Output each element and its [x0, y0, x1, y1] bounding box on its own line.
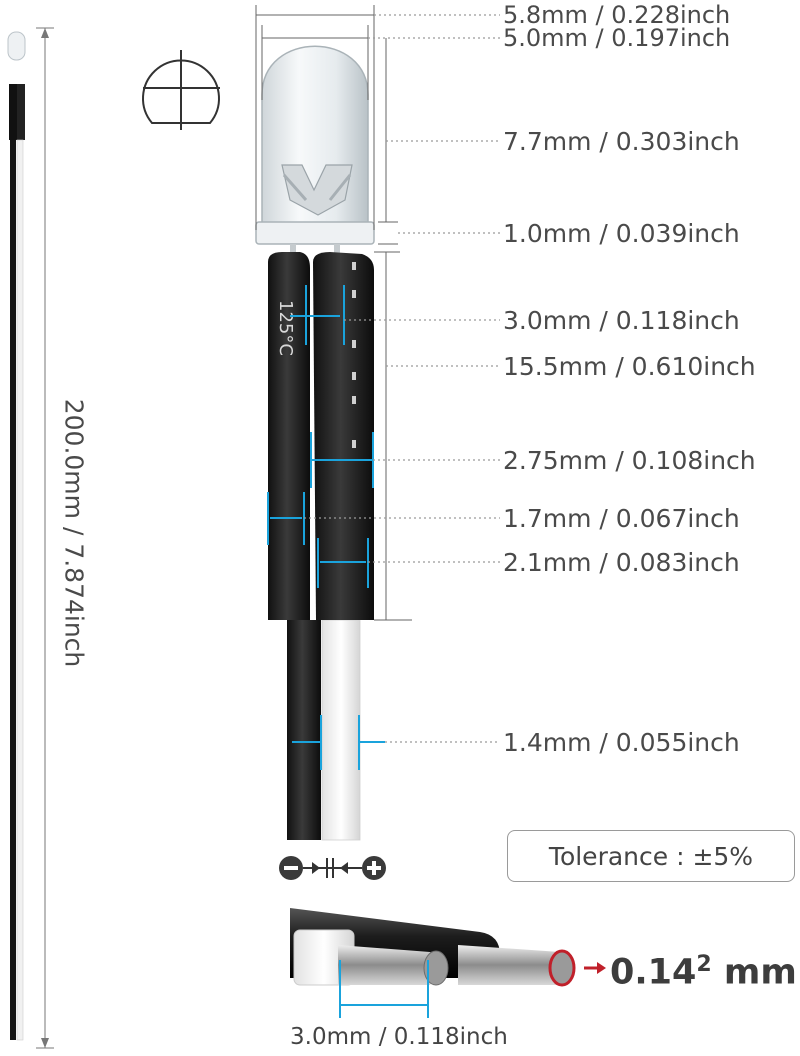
blue-markers	[267, 285, 385, 770]
wire-gap-label: 3.0mm / 0.118inch	[503, 306, 740, 335]
wires	[287, 619, 361, 841]
lens-inner-label: 5.0mm / 0.197inch	[503, 24, 731, 52]
stripped-cable	[290, 908, 606, 1018]
strip-length-label: 3.0mm / 0.118inch	[290, 1024, 508, 1050]
total-length-label: 200.0mm / 7.874inch	[59, 398, 89, 668]
led-thumbnail	[7, 31, 26, 1041]
wire-area-exponent: 2	[696, 952, 712, 977]
total-length-dimension	[36, 27, 54, 1049]
led-top-view-icon	[142, 50, 220, 130]
rim-label: 1.0mm / 0.039inch	[503, 219, 740, 248]
heat-shrink-sleeves: 125°C	[268, 252, 374, 620]
tolerance-box: Tolerance : ±5%	[507, 830, 795, 882]
wire-area-value: 0.14	[610, 952, 697, 993]
sleeve-inner-label: 2.1mm / 0.083inch	[503, 548, 740, 577]
tolerance-text: Tolerance : ±5%	[548, 841, 754, 871]
sleeve-left-label: 1.7mm / 0.067inch	[503, 504, 740, 533]
wire-area-unit: mm	[723, 952, 797, 993]
polarity-icons	[279, 856, 386, 880]
led-lens	[255, 45, 375, 258]
sleeve-length-label: 15.5mm / 0.610inch	[503, 352, 756, 381]
lens-outer-label: 5.8mm / 0.228inch	[503, 1, 731, 29]
dimension-guides	[255, 5, 412, 621]
wire-diameter-label: 1.4mm / 0.055inch	[503, 728, 740, 757]
wire-area-label: 0.142 mm	[610, 952, 797, 993]
total-length-label-wrap: 200.0mm / 7.874inch	[44, 388, 104, 678]
lens-height-label: 7.7mm / 0.303inch	[503, 127, 740, 156]
sleeve-outer-label: 2.75mm / 0.108inch	[503, 446, 756, 475]
leader-lines	[304, 14, 500, 743]
svg-text:125°C: 125°C	[275, 300, 296, 356]
